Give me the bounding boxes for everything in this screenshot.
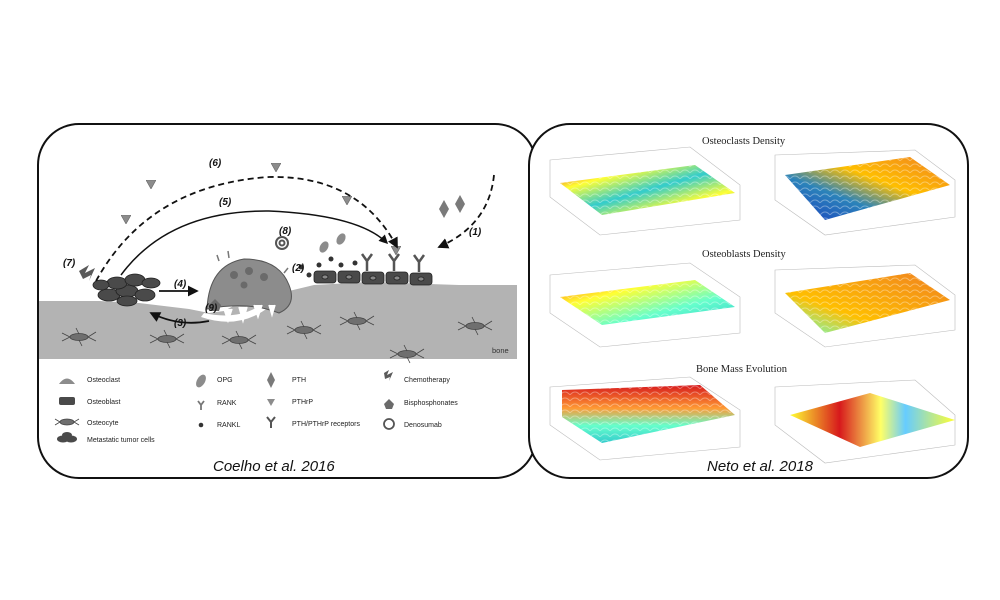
pthrp-icon [267, 399, 275, 406]
arrow-1 [437, 174, 495, 249]
bisphosphonates-legend-icon [384, 399, 394, 409]
step-label-9: (9) [205, 303, 218, 314]
plot-title-osteoblasts: Osteoblasts Density [702, 249, 786, 260]
bone-remodeling-diagram: bone [39, 158, 517, 444]
bone-label: bone [492, 346, 509, 355]
osteocyte-icon [54, 418, 80, 426]
legend-label-osteoblast: Osteoblast [87, 399, 121, 406]
bisphosphonates-icon [209, 299, 221, 311]
arrow-3 [149, 312, 210, 324]
rankl-dots [298, 256, 358, 278]
tumor-cells [92, 273, 161, 307]
right-panel: Osteoclasts Density Osteoblasts Density … [528, 123, 969, 479]
pth-diamonds [439, 195, 465, 218]
pth-icon [267, 372, 275, 388]
legend: Osteoclast Osteoblast Osteocyte Metastat… [54, 370, 458, 444]
legend-label-bisphosphonates: Bisphosphonates [404, 400, 458, 407]
step-label-2: (2) [292, 263, 305, 274]
surface-plot-bone-mass-1 [549, 376, 741, 461]
tumor-cells-icon [57, 432, 77, 443]
osteoblasts [313, 270, 433, 286]
legend-label-rankl: RANKL [217, 422, 240, 429]
legend-label-opg: OPG [217, 377, 233, 384]
receptors [360, 253, 426, 272]
step-label-5: (5) [219, 197, 232, 208]
surface-plots: Osteoclasts Density Osteoblasts Density … [549, 136, 956, 464]
surface-plot-osteoblasts-2 [774, 264, 956, 348]
step-label-6: (6) [209, 158, 222, 169]
chemotherapy-legend-icon [384, 370, 393, 381]
surface-plot-osteoclasts-2 [774, 149, 956, 236]
denosumab-legend-icon [383, 418, 395, 430]
legend-label-tumor-cells: Metastatic tumor cells [87, 437, 155, 444]
legend-label-pthrp: PTHrP [292, 399, 313, 406]
legend-label-chemotherapy: Chemotherapy [404, 377, 450, 384]
opg-icon [196, 374, 206, 388]
surface-plot-bone-mass-2 [774, 379, 956, 464]
step-label-8: (8) [279, 226, 292, 237]
rankl-icon [198, 422, 204, 428]
osteoclast [206, 250, 292, 324]
legend-label-denosumab: Denosumab [404, 422, 442, 429]
surface-plot-osteoblasts-1 [549, 262, 741, 348]
legend-label-rank: RANK [217, 400, 237, 407]
plot-title-bone-mass: Bone Mass Evolution [696, 364, 788, 375]
rank-icon [197, 400, 205, 410]
step-label-3: (3) [174, 318, 187, 329]
resorption-pit [201, 303, 269, 322]
osteoclast-icon [59, 378, 75, 384]
plot-title-osteoclasts: Osteoclasts Density [702, 136, 786, 147]
osteocytes [61, 311, 493, 364]
step-label-1: (1) [469, 227, 482, 238]
osteoblast-icon [59, 397, 75, 405]
arrow-5 [120, 210, 389, 276]
left-caption: Coelho et al. 2016 [213, 458, 335, 475]
receptor-icon [266, 416, 276, 428]
legend-label-receptors: PTH/PTHrP receptors [292, 421, 360, 428]
arrow-6 [95, 176, 398, 282]
denosumab-icon [275, 236, 289, 250]
opg-molecules [319, 233, 346, 253]
chemotherapy-icon [79, 265, 95, 281]
legend-label-osteocyte: Osteocyte [87, 420, 119, 427]
legend-label-pth: PTH [292, 377, 306, 384]
step-label-4: (4) [174, 279, 187, 290]
legend-label-osteoclast: Osteoclast [87, 377, 120, 384]
step-label-7: (7) [63, 258, 76, 269]
right-caption: Neto et al. 2018 [707, 458, 813, 475]
surface-plot-osteoclasts-1 [549, 146, 741, 236]
left-panel: bone [37, 123, 537, 479]
